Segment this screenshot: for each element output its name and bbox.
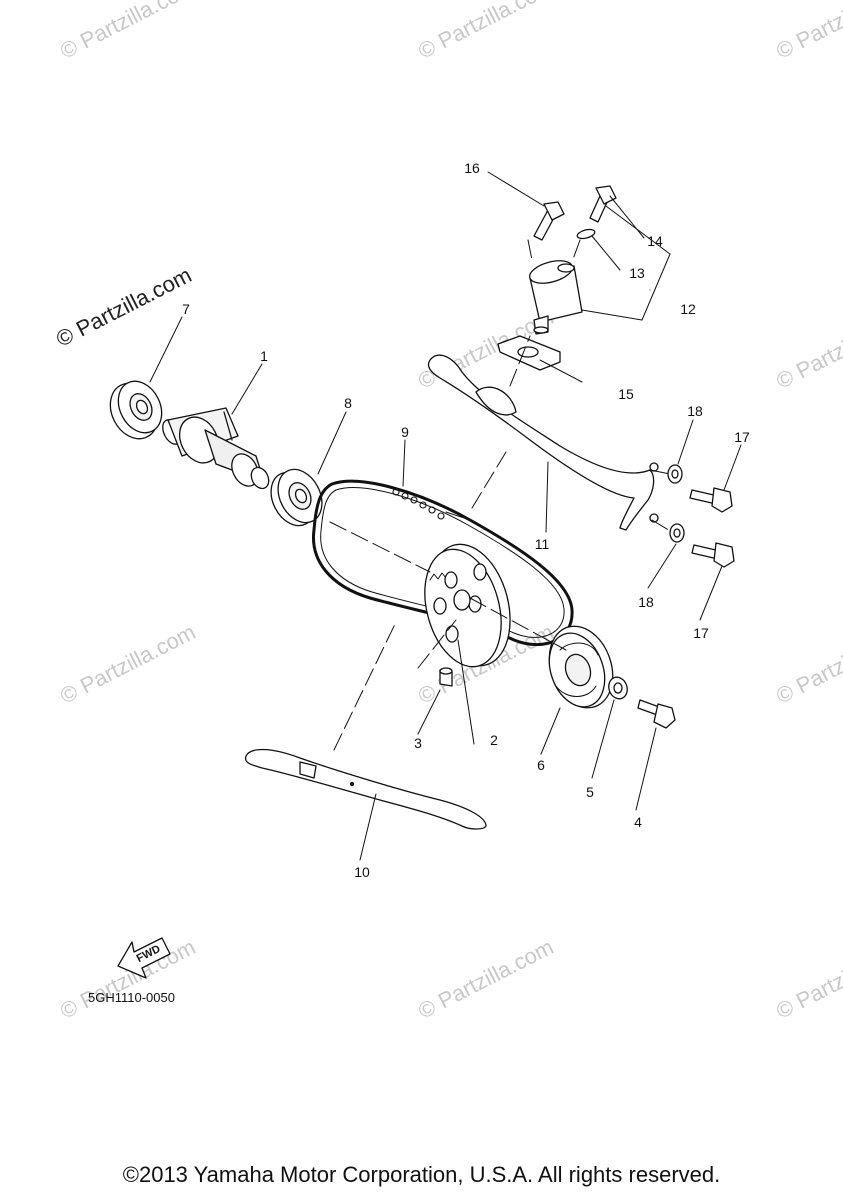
callout-10[interactable]: 10: [354, 864, 370, 880]
callout-18b[interactable]: 18: [638, 594, 654, 610]
copyright-footer: ©2013 Yamaha Motor Corporation, U.S.A. A…: [122, 1162, 721, 1187]
callout-15[interactable]: 15: [618, 386, 634, 402]
callout-16[interactable]: 16: [464, 160, 480, 176]
cam-sprocket-2: [424, 543, 511, 668]
callout-12[interactable]: 12: [680, 301, 696, 317]
plate-6: [548, 625, 614, 709]
callout-18a[interactable]: 18: [687, 403, 703, 419]
callout-14[interactable]: 14: [647, 233, 663, 249]
fwd-arrow-icon: [117, 937, 171, 979]
bolt-17b: [691, 542, 735, 568]
bolt-17a: [689, 487, 733, 513]
callout-13[interactable]: 13: [629, 265, 645, 281]
tensioner-12: [528, 260, 583, 335]
camshaft-1: [162, 407, 270, 490]
bearing-7: [109, 380, 163, 440]
diagram-code: 5GH1110-0050: [88, 990, 175, 1005]
callout-3[interactable]: 3: [414, 735, 422, 751]
callout-1[interactable]: 1: [260, 348, 268, 364]
bolt-14: [589, 185, 617, 223]
chain-guide-11: [427, 354, 659, 531]
gasket-15: [497, 335, 561, 371]
callout-8[interactable]: 8: [344, 395, 352, 411]
callout-2[interactable]: 2: [490, 732, 498, 748]
bolt-4: [637, 699, 676, 729]
callout-7[interactable]: 7: [182, 301, 190, 317]
callout-17b[interactable]: 17: [693, 625, 709, 641]
callout-6[interactable]: 6: [537, 757, 545, 773]
dowel-pin-3: [439, 667, 453, 687]
callout-5[interactable]: 5: [586, 784, 594, 800]
callout-9[interactable]: 9: [401, 424, 409, 440]
bolt-16: [533, 201, 565, 241]
callout-11[interactable]: 11: [534, 536, 550, 552]
chain-guide-10: [244, 748, 487, 830]
timing-chain-9: [312, 479, 574, 646]
callout-17a[interactable]: 17: [734, 429, 750, 445]
callout-4[interactable]: 4: [634, 814, 642, 830]
chain-links: [392, 488, 445, 520]
gasket-13: [576, 228, 596, 240]
bearing-8: [270, 468, 323, 527]
